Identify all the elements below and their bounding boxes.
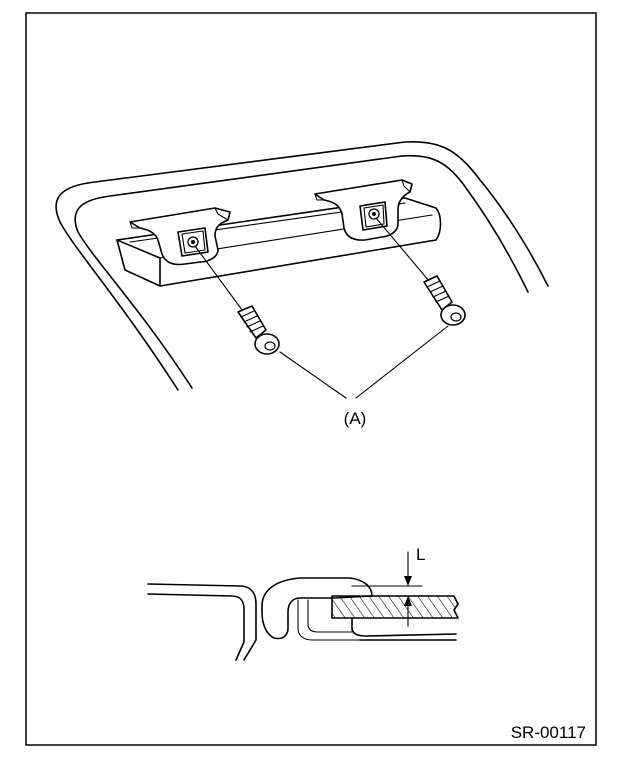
dimension-l-label: L bbox=[416, 545, 425, 564]
callout-a-label: (A) bbox=[344, 409, 367, 428]
panel-inner-edge bbox=[74, 154, 529, 389]
glass-panel-section bbox=[331, 595, 459, 619]
body-panel-outer bbox=[147, 583, 257, 661]
sunroof-glass-assembly bbox=[55, 140, 549, 399]
figure-border bbox=[25, 12, 597, 746]
right-bracket bbox=[314, 179, 413, 241]
glass-frame bbox=[351, 617, 457, 637]
callout-leader-left bbox=[279, 351, 347, 399]
panel-outer-edge bbox=[55, 140, 549, 391]
cross-section-view bbox=[147, 551, 459, 661]
left-bolt-axis bbox=[194, 245, 249, 319]
left-bolt bbox=[237, 305, 280, 355]
dimension-l-bottom-arrowhead bbox=[404, 596, 412, 606]
figure-code: SR-00117 bbox=[511, 723, 586, 742]
left-bracket bbox=[129, 207, 231, 266]
callout-leader-right bbox=[355, 325, 449, 399]
body-panel-inner bbox=[147, 593, 245, 661]
weatherstrip-bulb bbox=[261, 577, 373, 640]
right-bolt bbox=[423, 275, 466, 326]
weatherstrip-channel bbox=[307, 599, 353, 633]
weatherstrip-inner-lip bbox=[297, 599, 361, 641]
dimension-l-top-arrowhead bbox=[404, 576, 412, 586]
